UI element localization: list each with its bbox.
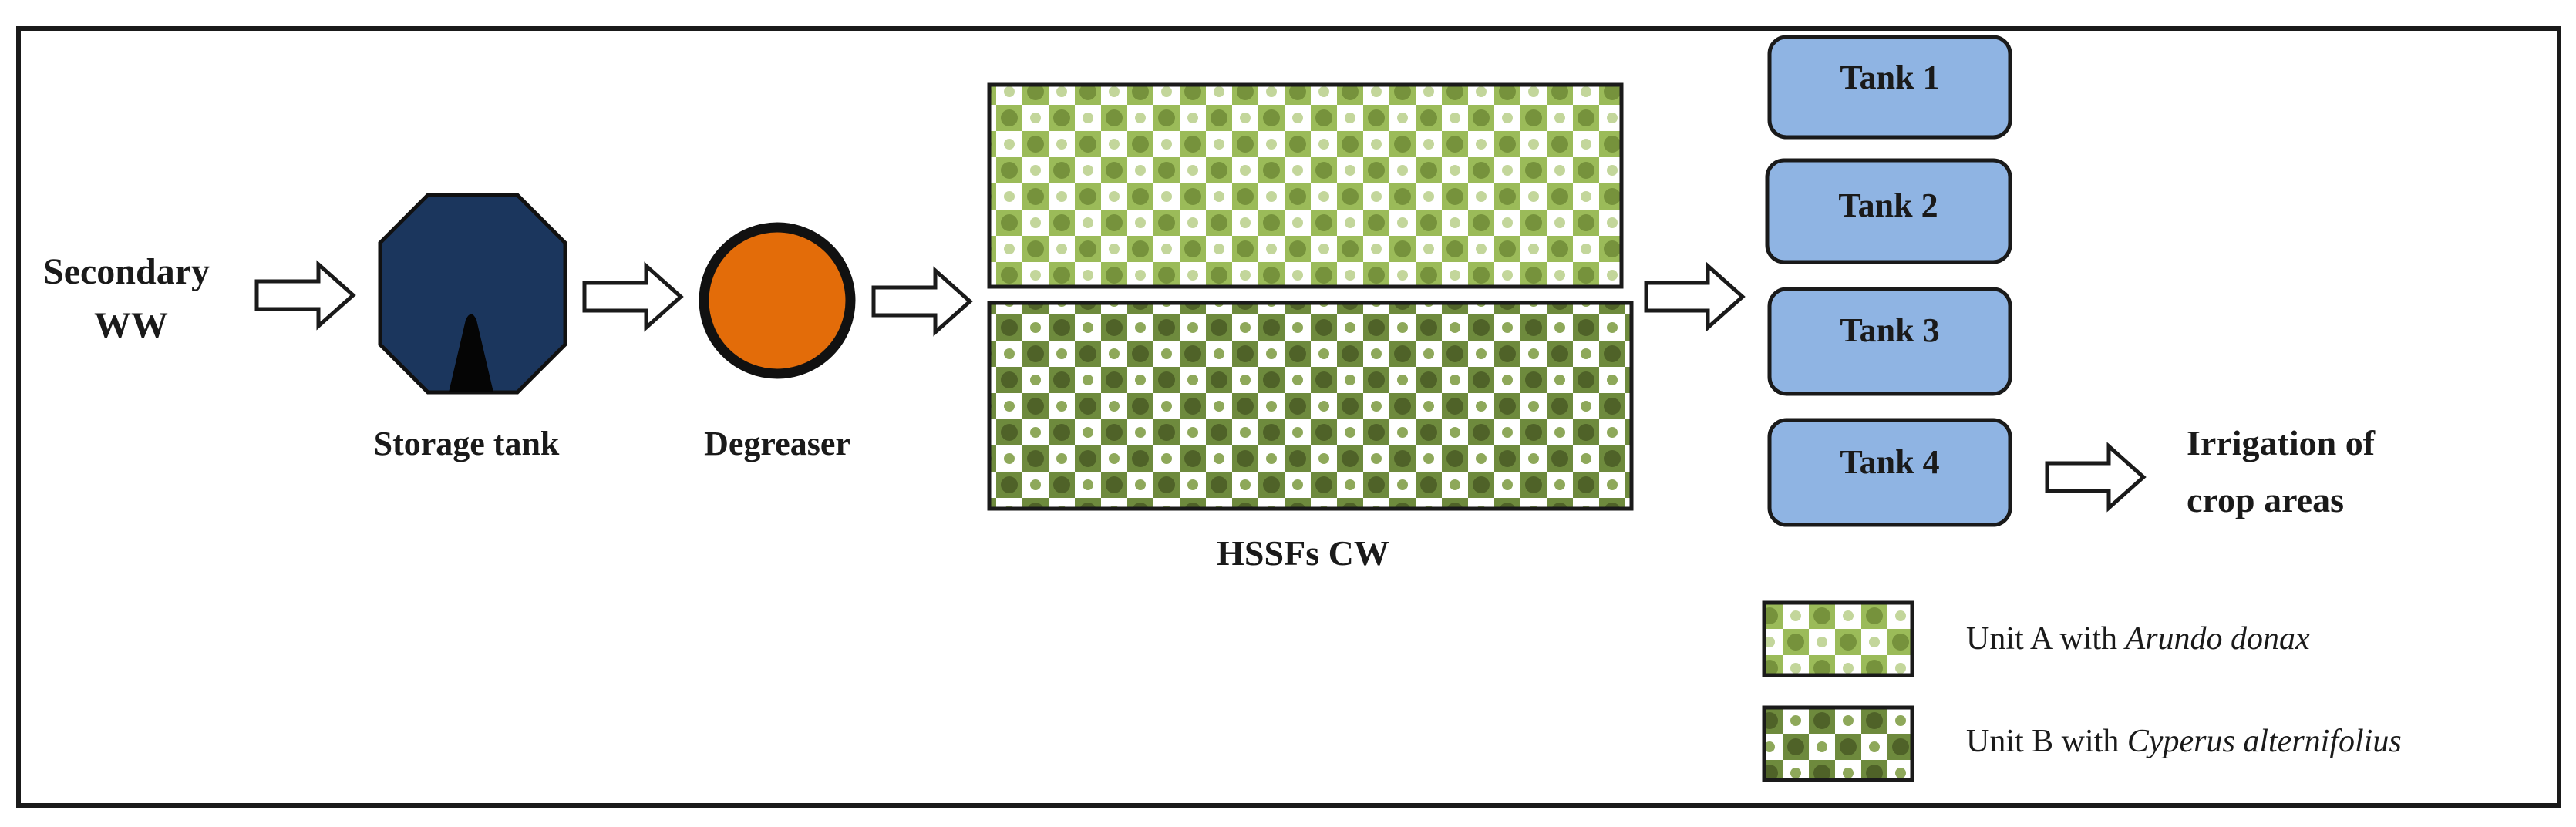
tank-2-label: Tank 2 (1838, 187, 1938, 224)
tank-3-shape (1767, 287, 2012, 396)
storage-tank-outlet (449, 314, 493, 392)
storage-tank-shape (378, 193, 567, 395)
tank-4: Tank 4 (1767, 418, 2012, 527)
tank-4-label: Tank 4 (1840, 443, 1939, 481)
legend-unit-a-text: Unit A with Arundo donax (1966, 621, 2310, 657)
tank-4-shape (1767, 418, 2012, 527)
legend-swatch-unit-b (1762, 705, 1914, 782)
tank-1: Tank 1 (1767, 35, 2012, 140)
tank-3-label: Tank 3 (1840, 311, 1939, 349)
input-label-line1: Secondary (43, 251, 210, 292)
legend-unit-a-prefix: Unit A with (1966, 621, 2126, 657)
storage-tank (378, 193, 567, 395)
legend-swatch-unit-a (1762, 600, 1914, 677)
output-label-line2: crop areas (2187, 480, 2344, 519)
output-label-line1: Irrigation of (2187, 423, 2376, 462)
storage-tank-label: Storage tank (374, 425, 560, 462)
wetland-label: HSSFs CW (1217, 533, 1389, 573)
legend-unit-a-species: Arundo donax (2123, 621, 2311, 657)
wetland-unit-a (987, 82, 1624, 289)
legend-unit-b-text: Unit B with Cyperus alternifolius (1966, 724, 2402, 759)
tank-2-shape (1765, 158, 2012, 264)
legend-unit-b-species: Cyperus alternifolius (2127, 724, 2402, 759)
flow-arrow-2 (582, 261, 684, 332)
flow-arrow-5 (2045, 442, 2147, 513)
flow-arrow-4 (1644, 261, 1746, 332)
input-label: Secondary WW (43, 251, 219, 346)
flow-arrow-1 (254, 260, 356, 331)
tank-2: Tank 2 (1765, 158, 2012, 264)
degreaser-shape (699, 222, 856, 379)
legend-unit-b-prefix: Unit B with (1966, 724, 2127, 759)
flow-arrow-3 (871, 266, 973, 337)
wetland-unit-b (987, 301, 1634, 511)
output-label: Irrigation of crop areas (2187, 423, 2384, 519)
input-label-line2: WW (94, 305, 168, 346)
legend: Unit A with Arundo donax Unit B with Cyp… (1762, 600, 2402, 782)
tank-1-shape (1767, 35, 2012, 140)
tank-3: Tank 3 (1767, 287, 2012, 396)
tank-1-label: Tank 1 (1840, 59, 1939, 96)
degreaser-label: Degreaser (704, 425, 850, 462)
